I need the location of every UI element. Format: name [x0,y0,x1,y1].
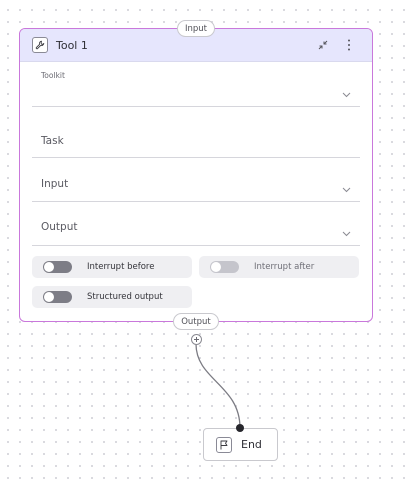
task-label: Task [41,135,64,147]
toolkit-select[interactable]: Toolkit [32,65,360,107]
input-handle-label: Input [185,23,208,34]
end-label: End [241,438,262,451]
interrupt-before-toggle[interactable]: Interrupt before [32,256,192,278]
task-field[interactable]: Task [32,123,360,158]
flag-icon [216,436,232,453]
interrupt-after-toggle[interactable]: Interrupt after [199,256,359,278]
chevron-down-icon [342,92,351,98]
structured-output-label: Structured output [87,292,163,302]
output-label: Output [41,221,78,233]
structured-output-toggle[interactable]: Structured output [32,286,192,308]
collapse-icon[interactable] [317,39,329,51]
output-handle-label: Output [181,316,211,327]
interrupt-after-switch[interactable] [210,261,239,273]
input-label: Input [41,178,69,190]
interrupt-after-label: Interrupt after [254,262,315,272]
wrench-icon [32,37,48,53]
more-options-icon[interactable] [345,38,353,52]
chevron-down-icon [342,187,351,193]
output-select[interactable]: Output [32,210,360,246]
tool-node[interactable]: Tool 1 Toolkit Task Input Output I [19,28,373,322]
end-node[interactable]: End [203,428,278,461]
output-handle[interactable]: Output [173,313,219,330]
end-input-handle[interactable] [236,424,244,432]
input-select[interactable]: Input [32,167,360,202]
interrupt-before-switch[interactable] [43,261,72,273]
add-node-button[interactable] [191,334,202,345]
structured-output-switch[interactable] [43,291,72,303]
interrupt-before-label: Interrupt before [87,262,155,272]
chevron-down-icon [342,231,351,237]
node-title: Tool 1 [56,38,88,52]
input-handle[interactable]: Input [177,20,215,37]
toolkit-label: Toolkit [41,71,65,80]
